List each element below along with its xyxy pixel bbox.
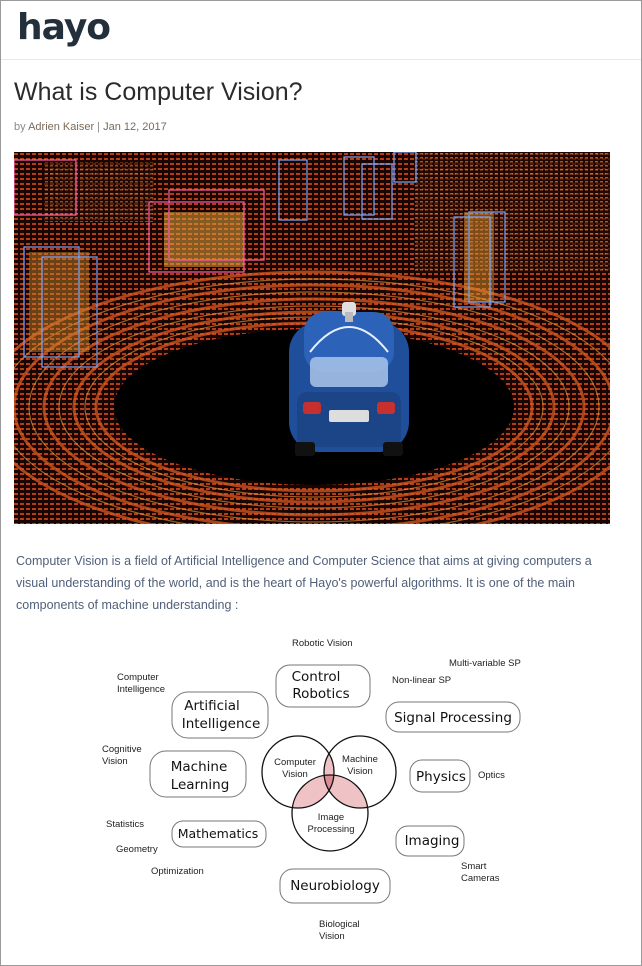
center-computer-vision-2: Vision xyxy=(282,769,308,780)
venn-diagram: Computer Vision Machine Vision Image Pro… xyxy=(261,735,397,852)
biological-vision-label-1: Biological xyxy=(319,919,360,930)
box-mathematics xyxy=(171,820,267,848)
computer-intelligence-label-1: Computer xyxy=(117,672,159,683)
circle-computer-vision xyxy=(261,735,335,809)
box-imaging xyxy=(395,825,465,857)
center-image-processing-2: Processing xyxy=(308,824,355,835)
hayo-logo[interactable]: hayo xyxy=(17,7,111,48)
robotic-vision-label: Robotic Vision xyxy=(292,638,353,649)
center-machine-vision-2: Vision xyxy=(347,766,373,777)
box-control-robotics xyxy=(275,664,371,708)
signal-processing-label: Signal Processing xyxy=(394,710,512,726)
center-computer-vision-1: Computer xyxy=(274,757,316,768)
machine-learning-label-1: Machine xyxy=(171,759,228,775)
box-machine-learning xyxy=(149,750,247,798)
biological-vision-label-2: Vision xyxy=(319,931,345,942)
author-link[interactable]: Adrien Kaiser xyxy=(28,121,95,133)
geometry-label: Geometry xyxy=(116,844,158,855)
statistics-label: Statistics xyxy=(106,819,144,830)
post-date[interactable]: Jan 12, 2017 xyxy=(103,121,167,133)
smart-cameras-label-1: Smart xyxy=(461,861,487,872)
center-machine-vision-1: Machine xyxy=(342,754,378,765)
computer-intelligence-label-2: Intelligence xyxy=(117,684,165,695)
smart-cameras-label-2: Cameras xyxy=(461,873,500,884)
cognitive-vision-label-2: Vision xyxy=(102,756,128,767)
control-robotics-label-2: Robotics xyxy=(292,686,349,702)
circle-machine-vision xyxy=(323,735,397,809)
machine-learning-label-2: Learning xyxy=(171,777,230,793)
box-signal-processing xyxy=(385,701,521,733)
box-neurobiology xyxy=(279,868,391,904)
page-title: What is Computer Vision? xyxy=(14,78,303,106)
artificial-intelligence-label-2: Intelligence xyxy=(182,716,261,732)
lidar-car-image xyxy=(14,152,610,524)
byline-separator: | xyxy=(94,121,104,133)
site-header: hayo xyxy=(1,1,641,60)
artificial-intelligence-label-1: Artificial xyxy=(184,698,240,714)
physics-label: Physics xyxy=(416,769,466,785)
optimization-label: Optimization xyxy=(151,866,204,877)
computer-vision-diagram: Computer Vision Machine Vision Image Pro… xyxy=(102,638,521,942)
box-physics xyxy=(409,759,471,793)
mathematics-label: Mathematics xyxy=(178,826,259,841)
intro-paragraph: Computer Vision is a field of Artificial… xyxy=(16,554,592,612)
optics-label: Optics xyxy=(478,770,505,781)
neurobiology-label: Neurobiology xyxy=(290,878,380,894)
imaging-label: Imaging xyxy=(405,833,460,849)
box-artificial-intelligence xyxy=(171,691,269,739)
circle-image-processing xyxy=(291,774,369,852)
byline: by Adrien Kaiser | Jan 12, 2017 xyxy=(14,121,167,133)
byline-prefix: by xyxy=(14,121,29,133)
non-linear-sp-label: Non-linear SP xyxy=(392,675,451,686)
multi-variable-sp-label: Multi-variable SP xyxy=(449,658,521,669)
cognitive-vision-label-1: Cognitive xyxy=(102,744,142,755)
center-image-processing-1: Image xyxy=(318,812,344,823)
control-robotics-label-1: Control xyxy=(292,669,341,685)
